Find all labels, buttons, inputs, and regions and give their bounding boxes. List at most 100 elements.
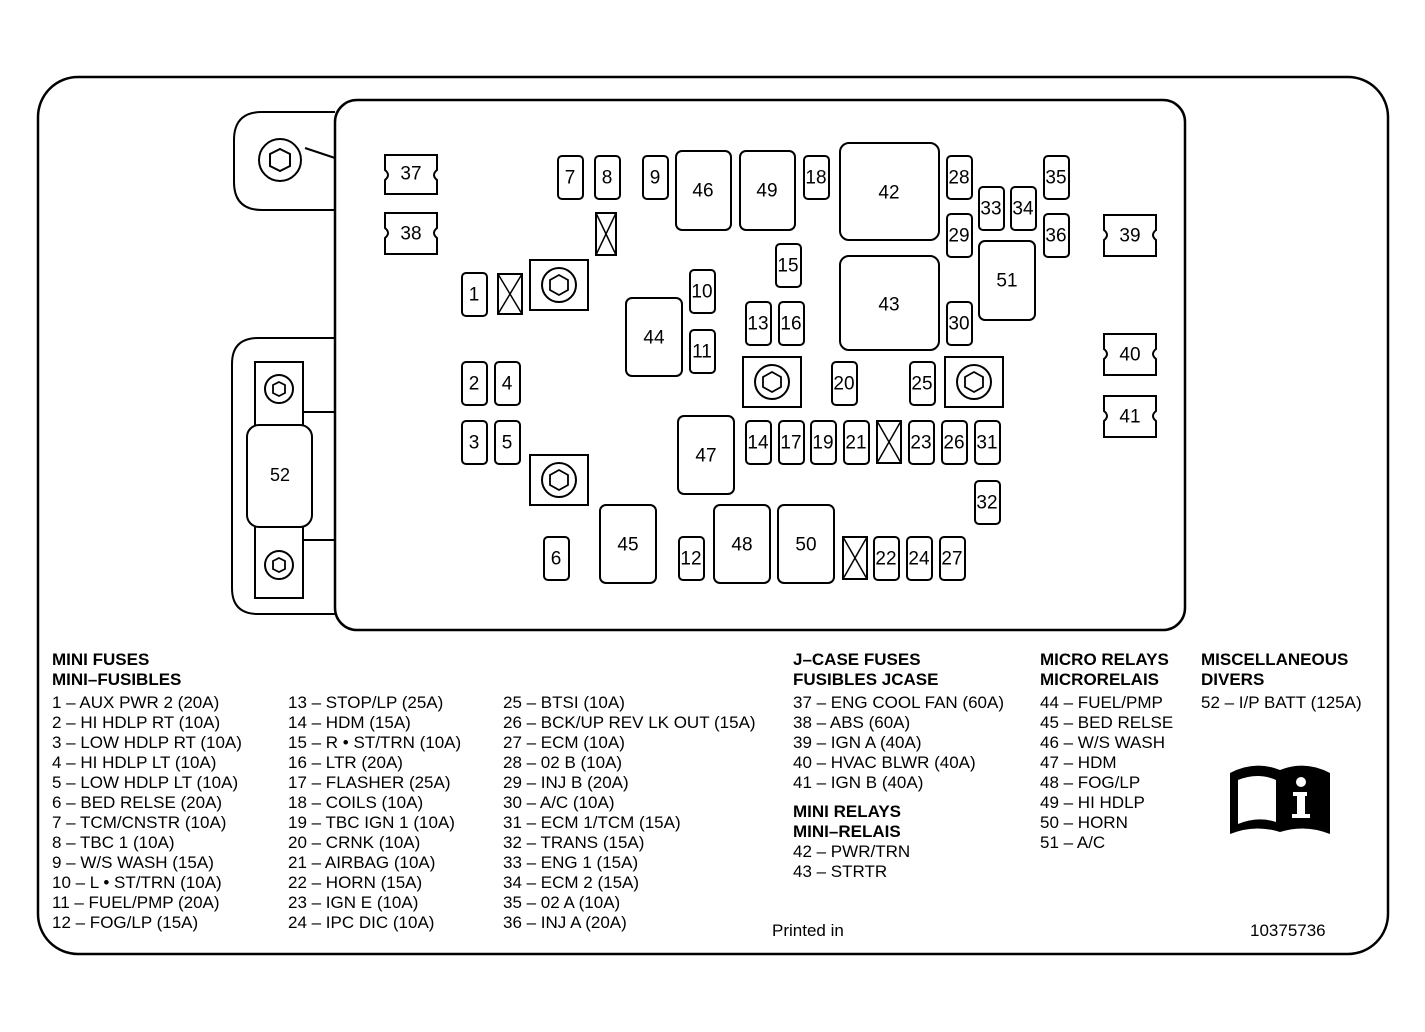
fuse-number-22: 22 (875, 549, 896, 570)
legend-item: 7 – TCM/CNSTR (10A) (52, 813, 227, 832)
slot-27 (939, 536, 966, 581)
legend-micro-relays: MICRO RELAYS MICRORELAIS 44 – FUEL/PMP 4… (1040, 650, 1173, 853)
fuse-number-27: 27 (941, 549, 962, 570)
slot-3 (461, 420, 488, 465)
legend-item: 23 – IGN E (10A) (288, 893, 419, 912)
slot-33 (978, 186, 1005, 231)
fuse-number-6: 6 (551, 549, 562, 570)
legend-miscellaneous: MISCELLANEOUS DIVERS 52 – I/P BATT (125A… (1201, 650, 1362, 713)
fuse-number-26: 26 (943, 433, 964, 454)
slot-2 (461, 361, 488, 406)
legend-item: 52 – I/P BATT (125A) (1201, 693, 1362, 712)
legend-heading: MINI–FUSIBLES (52, 670, 182, 689)
legend-item: 21 – AIRBAG (10A) (288, 853, 436, 872)
legend-item: 3 – LOW HDLP RT (10A) (52, 733, 242, 752)
upper-stud-bolt-icon (264, 374, 294, 404)
legend-heading: MINI–RELAIS (793, 822, 901, 841)
fuse-number-29: 29 (948, 226, 969, 247)
slot-36 (1043, 213, 1070, 258)
legend-heading: MISCELLANEOUS (1201, 650, 1349, 669)
jcase-fuse-40 (1103, 333, 1157, 376)
legend-item: 27 – ECM (10A) (503, 733, 625, 752)
fuse-number-33: 33 (980, 199, 1001, 220)
relay-number-48: 48 (731, 535, 752, 556)
legend-item: 48 – FOG/LP (1040, 773, 1141, 792)
legend-item: 45 – BED RELSE (1040, 713, 1174, 732)
fuse-number-13: 13 (747, 314, 768, 335)
empty-slot (876, 420, 902, 464)
relay-number-45: 45 (617, 535, 638, 556)
legend-item: 29 – INJ B (20A) (503, 773, 629, 792)
relay-number-50: 50 (795, 535, 816, 556)
legend-item: 35 – 02 A (10A) (503, 893, 621, 912)
fuse-number-38: 38 (400, 224, 421, 245)
legend-item: 5 – LOW HDLP LT (10A) (52, 773, 239, 792)
slot-13 (745, 301, 772, 346)
legend-item: 44 – FUEL/PMP (1040, 693, 1163, 712)
slot-11 (689, 329, 716, 374)
lower-stud-bolt-icon (264, 550, 294, 580)
slot-16 (778, 301, 805, 346)
fuse-number-24: 24 (908, 549, 930, 570)
relay-number-43: 43 (878, 295, 899, 316)
part-number: 10375736 (1250, 921, 1326, 940)
slot-18 (803, 155, 830, 200)
slot-9 (642, 155, 669, 200)
legend-item: 15 – R • ST/TRN (10A) (288, 733, 462, 752)
legend-item: 34 – ECM 2 (15A) (503, 873, 640, 892)
legend-item: 46 – W/S WASH (1040, 733, 1166, 752)
slot-19 (810, 420, 837, 465)
slot-1 (461, 272, 488, 317)
slot-32 (974, 480, 1001, 525)
legend-item: 24 – IPC DIC (10A) (288, 913, 435, 932)
legend-item: 33 – ENG 1 (15A) (503, 853, 639, 872)
slot-50 (777, 504, 835, 584)
slot-12 (678, 536, 705, 581)
fuse-number-8: 8 (602, 168, 613, 189)
legend-mini-fuses: MINI FUSES MINI–FUSIBLES (52, 650, 181, 690)
slot-51 (978, 240, 1036, 321)
slot-7 (557, 155, 584, 200)
fuse-number-14: 14 (747, 433, 769, 454)
legend-item: 20 – CRNK (10A) (288, 833, 421, 852)
fuse-number-17: 17 (780, 433, 801, 454)
legend-jcase-fuses: J–CASE FUSES FUSIBLES JCASE 37 – ENG COO… (793, 650, 1004, 793)
fuse-number-25: 25 (911, 374, 932, 395)
slot-10 (689, 269, 716, 314)
relay-number-51: 51 (996, 271, 1017, 292)
empty-slot (497, 273, 523, 315)
legend-item: 8 – TBC 1 (10A) (52, 833, 175, 852)
slot-26 (941, 420, 968, 465)
legend-item: 51 – A/C (1040, 833, 1106, 852)
slot-5 (494, 420, 521, 465)
fuse-number-1: 1 (469, 285, 480, 306)
legend-heading: FUSIBLES JCASE (793, 670, 939, 689)
block-bolt-2-icon (529, 454, 589, 506)
legend-item: 19 – TBC IGN 1 (10A) (288, 813, 455, 832)
slot-23 (908, 420, 935, 465)
legend-item: 18 – COILS (10A) (288, 793, 424, 812)
fuse-number-34: 34 (1012, 199, 1034, 220)
legend-item: 28 – 02 B (10A) (503, 753, 623, 772)
legend-item: 37 – ENG COOL FAN (60A) (793, 693, 1004, 712)
fuse-number-35: 35 (1045, 168, 1066, 189)
fuse-number-10: 10 (691, 282, 712, 303)
slot-24 (906, 536, 933, 581)
legend-item: 25 – BTSI (10A) (503, 693, 625, 712)
fuse-number-19: 19 (812, 433, 833, 454)
slot-43 (839, 255, 940, 351)
legend-item: 14 – HDM (15A) (288, 713, 411, 732)
block-bolt-3-icon (742, 356, 802, 408)
slot-14 (745, 420, 772, 465)
top-mounting-bracket (233, 111, 335, 211)
legend-mini-relays: MINI RELAYS MINI–RELAIS 42 – PWR/TRN 43 … (793, 802, 910, 882)
legend-item: 4 – HI HDLP LT (10A) (52, 753, 217, 772)
legend-item: 2 – HI HDLP RT (10A) (52, 713, 221, 732)
legend-item: 30 – A/C (10A) (503, 793, 615, 812)
relay-number-42: 42 (878, 183, 899, 204)
relay-number-46: 46 (692, 181, 713, 202)
jcase-fuse-39 (1103, 214, 1157, 257)
slot-22 (873, 536, 900, 581)
fuse-number-52: 52 (270, 465, 290, 485)
fuse-number-23: 23 (910, 433, 931, 454)
